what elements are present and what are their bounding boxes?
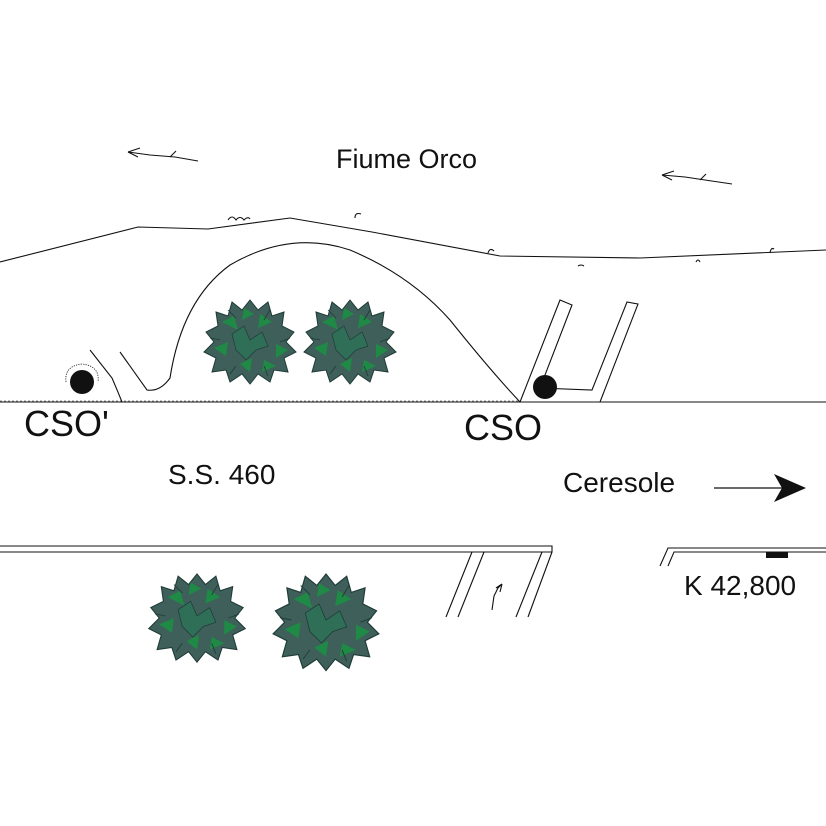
km-marker-label: K 42,800 bbox=[684, 570, 796, 601]
road-lower-edge-left bbox=[0, 545, 553, 553]
km-marker-tick bbox=[766, 552, 788, 558]
cso-prime-label: CSO' bbox=[24, 403, 109, 444]
shrub-icon bbox=[203, 299, 297, 385]
side-road bbox=[445, 551, 553, 618]
direction-label: Ceresole bbox=[563, 467, 675, 498]
survey-point-cso-prime bbox=[65, 363, 99, 394]
river-flow-arrow-right bbox=[661, 170, 733, 185]
shrub-icon bbox=[148, 573, 246, 663]
road-label: S.S. 460 bbox=[168, 459, 275, 490]
shrub-icon bbox=[303, 299, 397, 385]
wall-near-cso-prime bbox=[89, 349, 123, 403]
road-lower-edge-right bbox=[659, 547, 826, 567]
arrow-right-icon bbox=[714, 474, 806, 502]
shrub-icon bbox=[272, 573, 380, 672]
riverbank-line bbox=[0, 217, 826, 263]
survey-point-cso bbox=[533, 375, 557, 399]
cso-label: CSO bbox=[464, 407, 542, 448]
channel-structure bbox=[519, 299, 639, 403]
river-flow-arrow-left bbox=[127, 147, 199, 162]
embankment-outline bbox=[119, 242, 521, 403]
side-road-arrow bbox=[491, 583, 503, 611]
river-label: Fiume Orco bbox=[336, 144, 477, 174]
bank-detail-marks bbox=[227, 212, 775, 267]
